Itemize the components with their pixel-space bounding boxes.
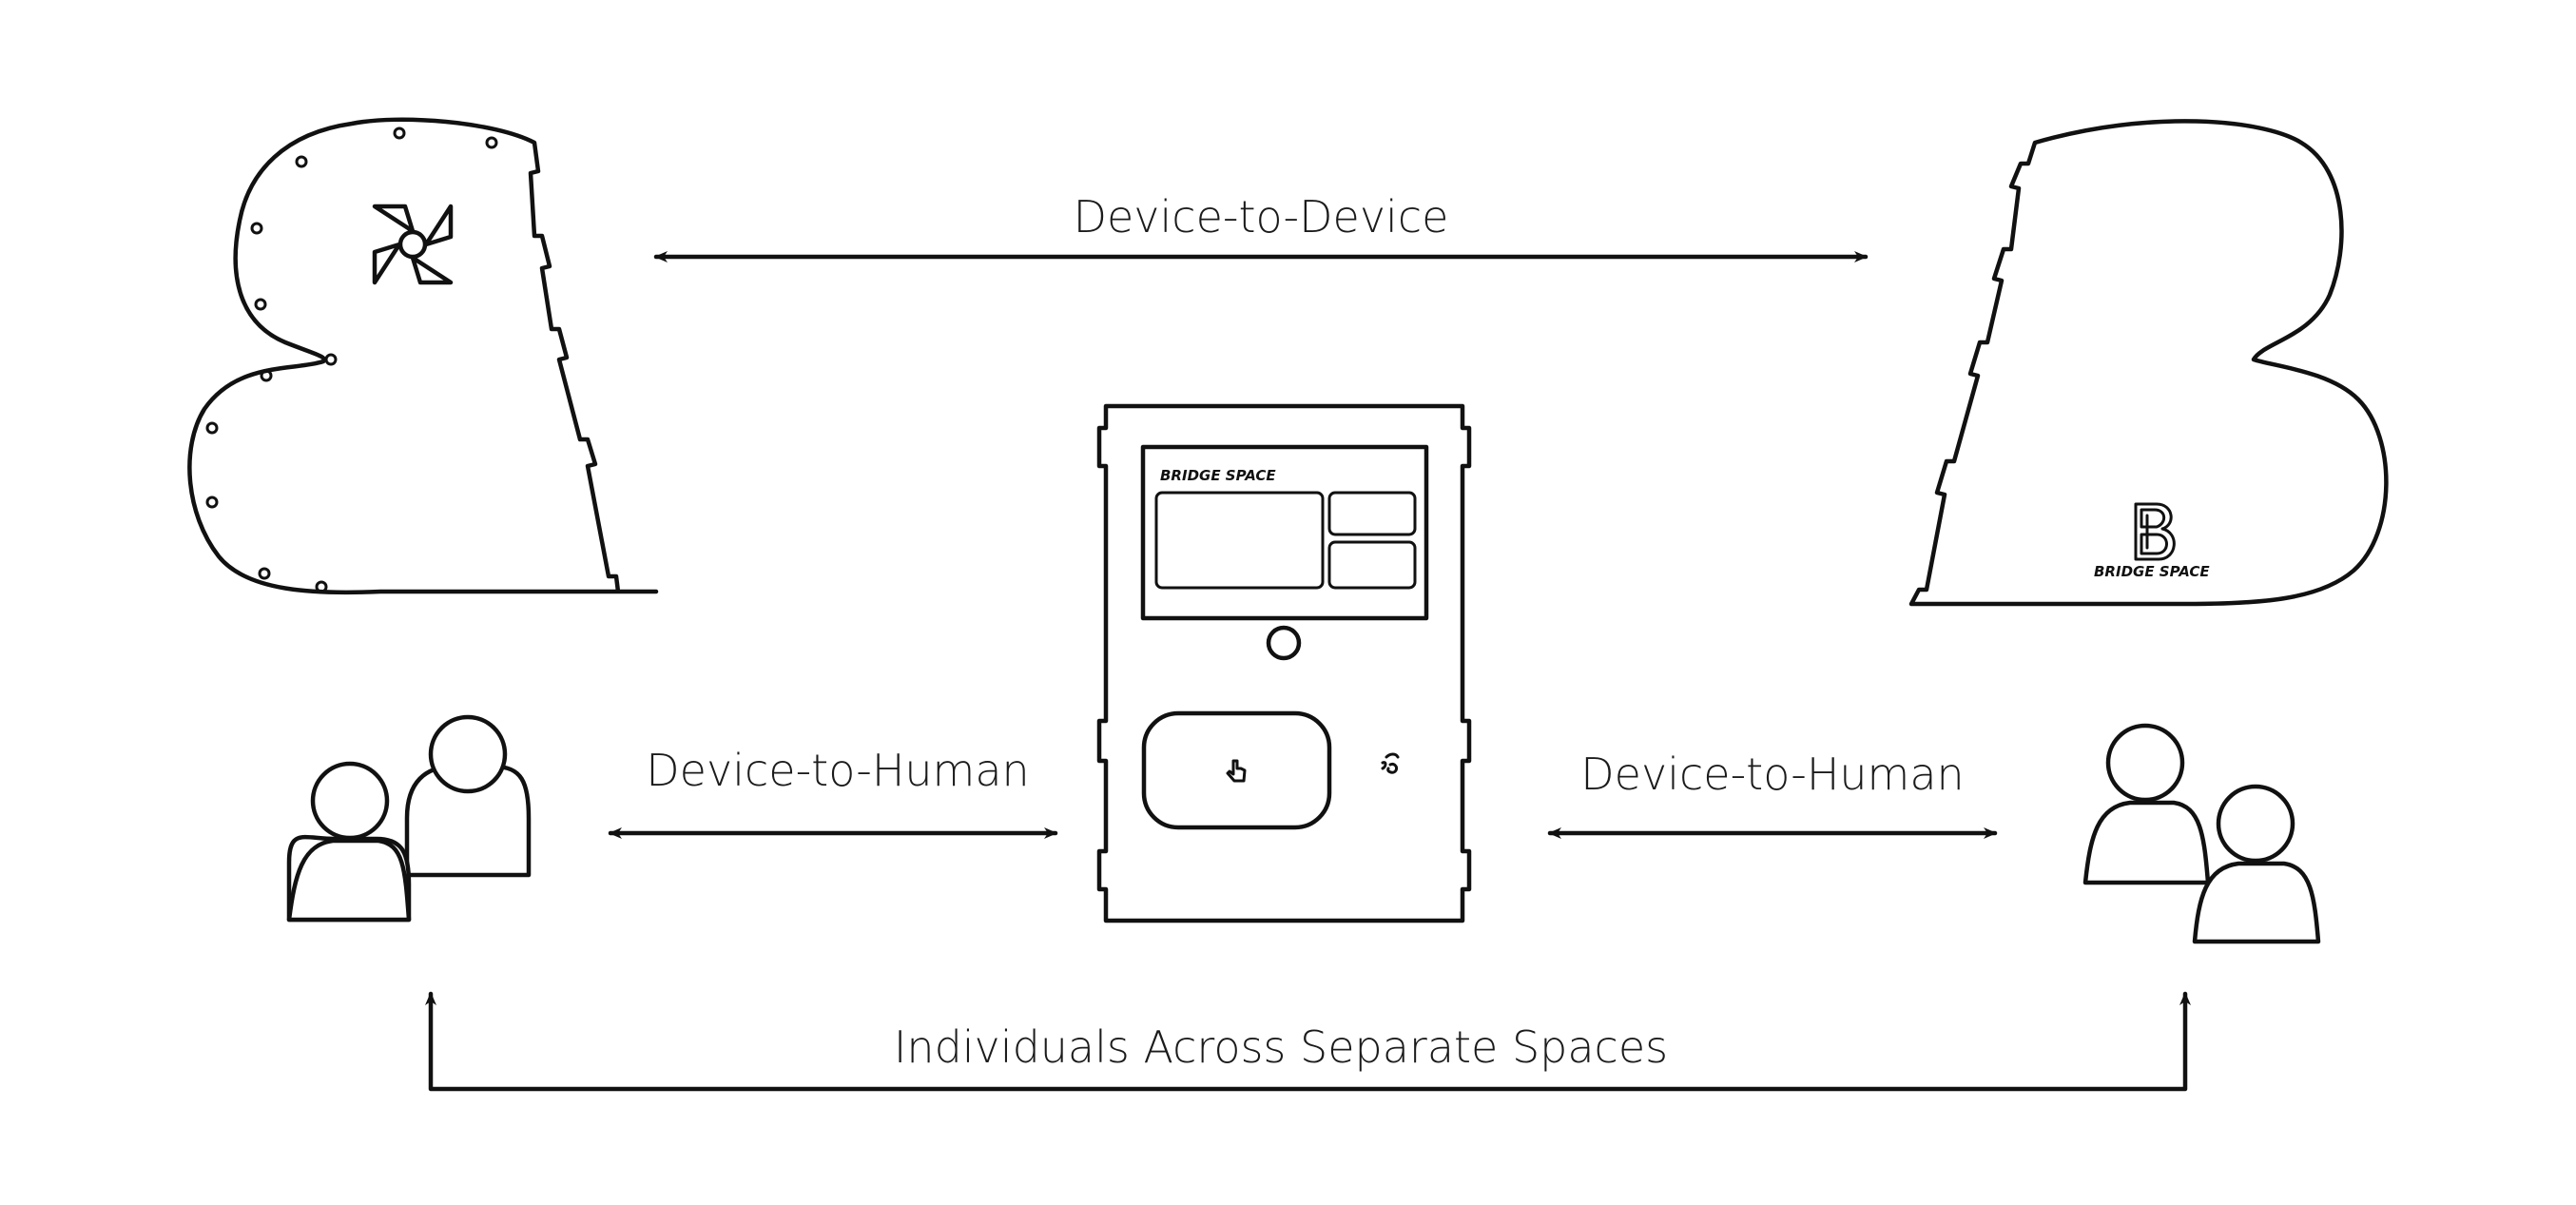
people-right (2082, 723, 2321, 944)
device-outline (1096, 403, 1472, 923)
person-icon (2082, 723, 2211, 885)
person-icon (2192, 784, 2321, 944)
device-to-device-label: Device-to-Device (1074, 191, 1449, 243)
screen-bottom-tile (1327, 540, 1417, 590)
bridge-space-b-logo-icon (2134, 502, 2176, 561)
right-panel-brand: BRIDGE SPACE (2094, 563, 2210, 580)
device-to-human-right-label: Device-to-Human (1580, 748, 1964, 800)
screen-top-tile (1327, 491, 1417, 536)
panel-hole (205, 421, 219, 435)
panel-hole (393, 126, 406, 140)
person-icon (286, 761, 412, 923)
device-screen: BRIDGE SPACE (1140, 444, 1429, 621)
panel-hole (258, 567, 271, 580)
panel-hole (295, 155, 308, 168)
panel-hole (250, 222, 263, 235)
device-brand: BRIDGE SPACE (1160, 467, 1276, 484)
circle-button-icon[interactable] (1266, 625, 1302, 661)
left-panel-holes (205, 126, 498, 593)
right-panel: BRIDGE SPACE (1908, 119, 2389, 607)
left-panel-outline (187, 117, 659, 595)
people-left (286, 714, 532, 923)
bridge-device: BRIDGE SPACE (1096, 403, 1472, 923)
sensor-icon (1381, 752, 1400, 774)
hand-pointer-icon (1226, 759, 1247, 783)
screen-main-tile (1154, 491, 1325, 590)
individuals-arrow (425, 991, 2191, 1092)
panel-hole (260, 369, 273, 382)
pinwheel-logo-icon (372, 204, 454, 285)
device-to-human-left-label: Device-to-Human (646, 745, 1029, 796)
right-panel-outline (1908, 119, 2389, 607)
touch-pad[interactable] (1141, 710, 1332, 830)
screen-frame (1140, 444, 1429, 621)
panel-hole (324, 353, 338, 366)
panel-hole (205, 496, 219, 509)
panel-hole (254, 298, 267, 311)
individuals-label: Individuals Across Separate Spaces (894, 1021, 1668, 1073)
panel-hole (315, 580, 328, 593)
left-panel (187, 117, 659, 595)
person-icon (404, 714, 532, 878)
panel-hole (485, 136, 498, 149)
